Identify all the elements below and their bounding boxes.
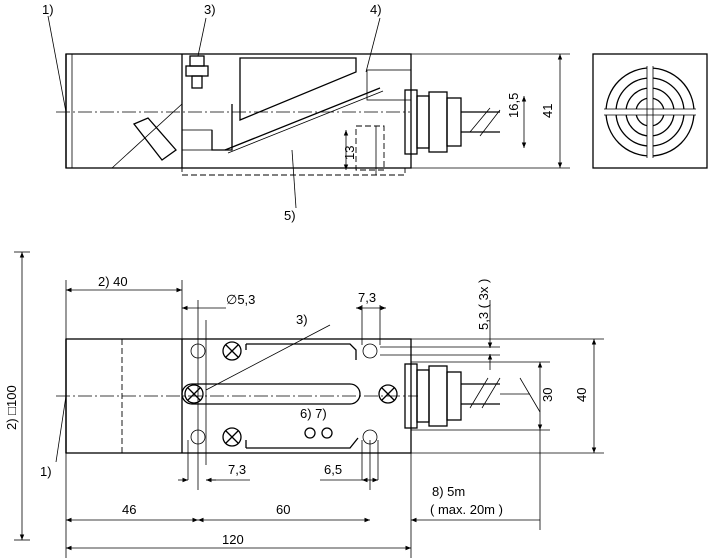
- label-3-top: 3): [204, 2, 216, 17]
- dim-2-40: 2) 40: [98, 274, 128, 289]
- dim-8-5m: 8) 5m: [432, 484, 465, 499]
- dim-120: 120: [222, 532, 244, 547]
- side-view: [47, 15, 570, 209]
- label-5: 5): [284, 208, 296, 223]
- dim-6-5: 6,5: [324, 462, 342, 477]
- led-hole-1: [304, 427, 316, 439]
- top-view: [14, 251, 604, 558]
- dim-dia-5-3: ∅5,3: [226, 292, 255, 307]
- label-4: 4): [370, 2, 382, 17]
- labels: 1) 3) 4) 5) 3) 6) 7) 1) 2) 40 ∅5,3 7,3 7…: [4, 2, 589, 547]
- dim-7-3-top: 7,3: [358, 290, 376, 305]
- dim-2-100: 2) □100: [4, 385, 19, 430]
- side-body-outline: [65, 53, 412, 169]
- led-hole-2: [321, 427, 333, 439]
- dim-40-right: 40: [574, 388, 589, 402]
- dim-13: 13: [342, 146, 357, 160]
- label-1-bottom: 1): [40, 464, 52, 479]
- dim-7-3-bottom: 7,3: [228, 462, 246, 477]
- dim-16-5: 16,5: [506, 93, 521, 118]
- label-6-7: 6) 7): [300, 406, 327, 421]
- end-view: [592, 53, 708, 169]
- cable-gland-wedge: [239, 57, 357, 121]
- dim-41: 41: [540, 104, 555, 118]
- dim-46: 46: [122, 502, 136, 517]
- dim-5-3-3x: 5,3 ( 3x ): [476, 279, 491, 330]
- label-3-bottom: 3): [296, 312, 308, 327]
- dim-30: 30: [540, 388, 555, 402]
- dim-60: 60: [276, 502, 290, 517]
- label-1-top: 1): [42, 2, 54, 17]
- dim-max-20m: ( max. 20m ): [430, 502, 503, 517]
